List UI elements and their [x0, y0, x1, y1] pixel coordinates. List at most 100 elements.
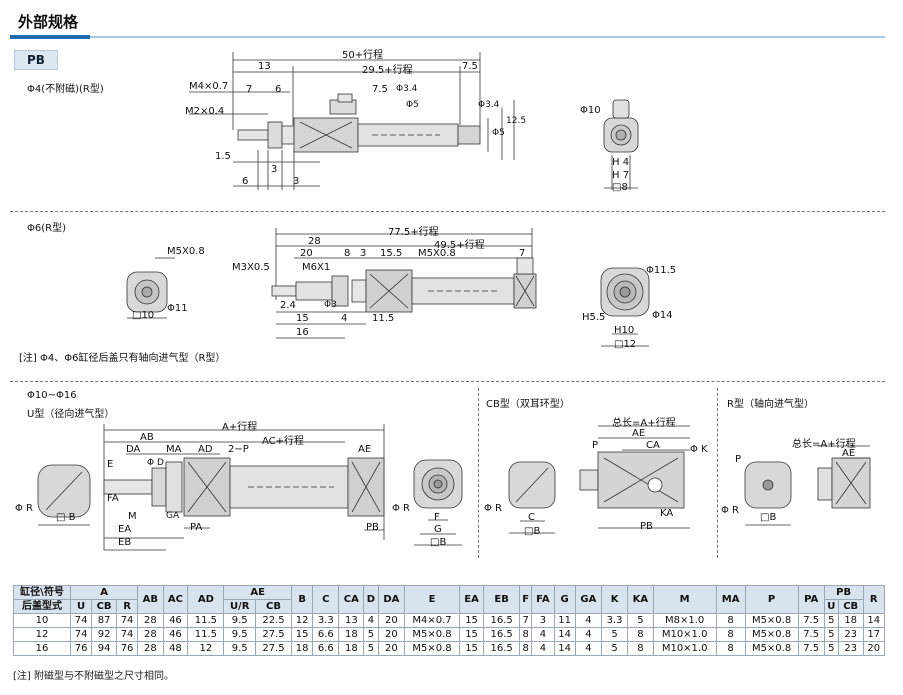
- phi4-thread-m2: M2×0.4: [185, 106, 225, 117]
- table-header-cell: AE: [223, 585, 293, 600]
- u-dim-pb: PB: [366, 522, 379, 533]
- phi6-dim-16: 16: [296, 327, 309, 338]
- phi6-end-sq12: □12: [614, 339, 637, 350]
- table-cell: M5×0.8: [744, 627, 799, 642]
- table-cell: 46: [162, 613, 189, 628]
- table-cell: 74: [115, 627, 139, 642]
- u-left-b: □ B: [56, 512, 76, 523]
- phi4-dim-6b: 6: [242, 176, 249, 187]
- table-cell: 87: [91, 613, 117, 628]
- table-cell: 23: [837, 627, 864, 642]
- table-cell: M4×0.7: [404, 613, 461, 628]
- phi4-end-sq8: □8: [612, 182, 628, 193]
- table-cell: 8: [715, 641, 746, 656]
- table-cell: M10×1.0: [652, 641, 717, 656]
- table-header-cell: U/R: [223, 599, 257, 614]
- table-cell: 76: [69, 641, 93, 656]
- table-cell: 5: [823, 627, 839, 642]
- cb-type-label: CB型（双耳环型）: [486, 399, 570, 410]
- phi6-dim-28: 28: [308, 236, 321, 247]
- phi6-dim-3: 3: [360, 248, 367, 259]
- u-left-phir: Φ R: [15, 503, 33, 514]
- table-header-cell: MA: [715, 585, 746, 614]
- phi4-dim-12-5: 12.5: [506, 116, 527, 126]
- table-header-cell: CA: [338, 585, 365, 614]
- u-dim-ma: MA: [166, 444, 182, 455]
- table-cell: 8: [715, 613, 746, 628]
- table-cell: 18: [338, 641, 365, 656]
- table-cell: 20: [862, 641, 886, 656]
- table-cell: 4: [574, 613, 603, 628]
- cb-dim-p: P: [592, 440, 599, 451]
- title-row: 外部规格: [0, 0, 903, 40]
- table-cell: 15: [459, 613, 485, 628]
- table-cell: 8: [519, 627, 533, 642]
- table-header-cell: EA: [459, 585, 485, 614]
- table-header-cell: AC: [162, 585, 189, 614]
- table-note: [注] 附磁型与不附磁型之尺寸相同。: [13, 671, 174, 682]
- u-dim-a: A+行程: [222, 422, 258, 433]
- table-cell: 5: [627, 613, 654, 628]
- phi6-dim-49-5: 49.5+行程: [434, 240, 485, 251]
- divider-vertical-2: [717, 388, 718, 558]
- table-cell: 11.5: [187, 627, 225, 642]
- table-cell: 7.5: [797, 627, 825, 642]
- table-cell: 76: [115, 641, 139, 656]
- cb-phir: Φ R: [484, 503, 502, 514]
- r-b: □B: [760, 512, 777, 523]
- table-cell: 74: [115, 613, 139, 628]
- phi4-thread-m4: M4×0.7: [189, 81, 229, 92]
- table-cell: 18: [291, 641, 314, 656]
- u-dim-ab: AB: [140, 432, 154, 443]
- table-header-cell: M: [652, 585, 717, 614]
- table-cell: 16.5: [483, 641, 521, 656]
- r-total-length: 总长=A+行程: [792, 439, 856, 450]
- table-cell: 15: [459, 641, 485, 656]
- table-cell: 4: [531, 641, 555, 656]
- u-dim-phid: Φ D: [147, 458, 164, 468]
- cb-dim-pb: PB: [640, 521, 653, 532]
- table-cell: 18: [338, 627, 365, 642]
- phi6-label: Φ6(R型): [27, 223, 66, 234]
- u-dim-m: M: [128, 511, 137, 522]
- u-dim-ae: AE: [358, 444, 372, 455]
- phi4-total-length: 50+行程: [342, 50, 384, 61]
- u-dim-ga: GA: [166, 511, 180, 521]
- table-cell: 7.5: [797, 641, 825, 656]
- phi4-end-h7: H 7: [612, 170, 630, 181]
- table-cell: 8: [627, 641, 654, 656]
- table-header-cell: 缸径\符号: [13, 585, 71, 600]
- title-underline: [90, 36, 885, 38]
- table-cell: 7: [519, 613, 533, 628]
- phi6-dim-15-5: 15.5: [380, 248, 403, 259]
- table-header-cell: 后盖型式: [13, 599, 71, 614]
- phi6-thread-m5: M5X0.8: [418, 248, 456, 259]
- table-header-cell: C: [312, 585, 340, 614]
- table-header-cell: K: [600, 585, 629, 614]
- table-cell: 9.5: [223, 613, 257, 628]
- table-header-cell: PA: [797, 585, 825, 614]
- table-header-cell: CB: [837, 599, 864, 614]
- phi6-left-thread: M5X0.8: [167, 246, 205, 257]
- table-cell: M5×0.8: [404, 627, 461, 642]
- phi4-dim-3b: 3: [293, 176, 300, 187]
- phi6-dim-15: 15: [296, 313, 309, 324]
- title-underline-accent: [10, 35, 90, 39]
- table-cell: 48: [162, 641, 189, 656]
- phi4-phi5a: Φ5: [406, 100, 419, 110]
- table-header-cell: F: [519, 585, 533, 614]
- table-header-cell: KA: [627, 585, 654, 614]
- table-cell: 3: [531, 613, 555, 628]
- phi6-thread-m3: M3X0.5: [232, 262, 270, 273]
- phi4-dim-7: 7: [246, 84, 253, 95]
- phi4-phi3-4a: Φ3.4: [396, 84, 418, 94]
- u-end-phir: Φ R: [392, 503, 410, 514]
- table-cell: 4: [531, 627, 555, 642]
- table-cell: 7.5: [797, 613, 825, 628]
- phi6-dim-11-5: 11.5: [372, 313, 395, 324]
- table-cell: 28: [137, 627, 164, 642]
- u-end-g: G: [434, 524, 442, 535]
- u-type-label: U型（径向进气型）: [27, 409, 115, 420]
